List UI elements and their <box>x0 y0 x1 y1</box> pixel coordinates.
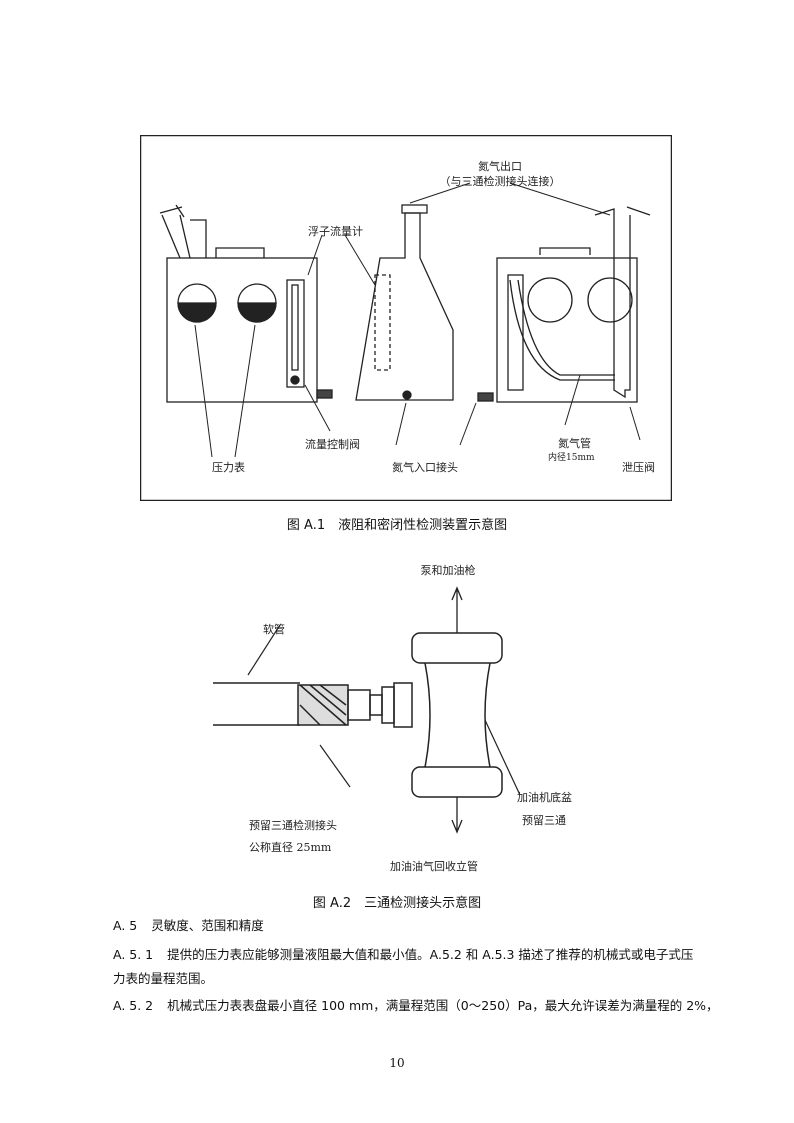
section-heading: A. 5 灵敏度、范围和精度 <box>113 914 723 938</box>
section-title: 灵敏度、范围和精度 <box>151 918 264 933</box>
paragraph-a52: A. 5. 2 机械式压力表表盘最小直径 100 mm，满量程范围（0～250）P… <box>113 994 723 1018</box>
label-pump-nozzle: 泵和加油枪 <box>421 563 476 577</box>
paragraph-text: 提供的压力表应能够测量液阻最大值和最小值。A.5.2 和 A.5.3 描述了推荐… <box>167 947 694 962</box>
label-flow-control-valve: 流量控制阀 <box>305 437 360 451</box>
label-outlet-note: （与三通检测接头连接） <box>440 174 561 188</box>
paragraph-a51: A. 5. 1 提供的压力表应能够测量液阻最大值和最小值。A.5.2 和 A.5.… <box>113 943 723 991</box>
section-number: A. 5 <box>113 918 138 933</box>
label-nitrogen-tube: 氮气管 <box>558 436 591 450</box>
label-flowmeter: 浮子流量计 <box>308 224 363 238</box>
paragraph-number: A. 5. 2 <box>113 998 154 1013</box>
paragraph-number: A. 5. 1 <box>113 947 154 962</box>
figure-a2-diagram: 泵和加油枪 软管 加油机底盆 预留三通 预留三通检测接头 公称直径 25mm 加… <box>213 563 572 873</box>
label-reserved-tee: 预留三通 <box>522 814 566 827</box>
label-hose: 软管 <box>263 622 285 636</box>
label-test-connector: 预留三通检测接头 <box>249 818 337 832</box>
page-number: 10 <box>389 1056 405 1070</box>
figure-a1-caption: 图 A.1 液阻和密闭性检测装置示意图 <box>286 518 508 533</box>
label-nominal-diameter: 公称直径 25mm <box>249 840 332 854</box>
label-vapor-riser: 加油油气回收立管 <box>390 859 478 873</box>
label-nitrogen-outlet: 氮气出口 <box>478 159 522 173</box>
label-nitrogen-inlet: 氮气入口接头 <box>392 460 458 474</box>
figure-a2-caption: 图 A.2 三通检测接头示意图 <box>312 896 482 911</box>
label-pressure-gauges: 压力表 <box>212 460 245 474</box>
label-tube-diameter: 内径15mm <box>548 451 595 463</box>
label-dispenser-sump: 加油机底盆 <box>517 790 572 804</box>
paragraph-text-cont: 力表的量程范围。 <box>113 971 214 986</box>
paragraph-text: 机械式压力表表盘最小直径 100 mm，满量程范围（0～250）Pa，最大允许误… <box>167 998 719 1013</box>
figure-a1-diagram: 氮气出口 （与三通检测接头连接） 浮子流量计 流量控制阀 压力表 氮气入口接头 … <box>140 135 672 501</box>
label-relief-valve: 泄压阀 <box>622 460 655 474</box>
